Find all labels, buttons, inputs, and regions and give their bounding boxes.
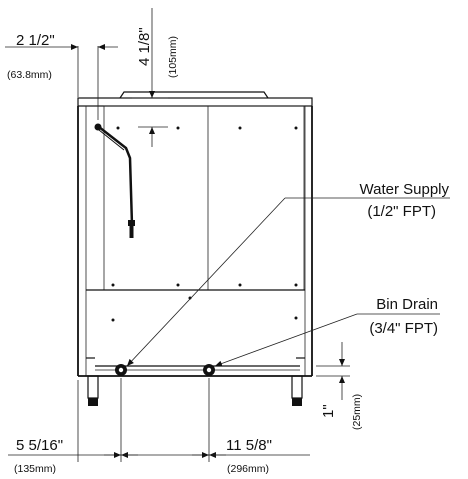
cabinet-top-step: [119, 91, 269, 99]
cabinet-top-lid: [77, 97, 313, 107]
dim-top-height: 4 1/8" (105mm): [132, 8, 179, 147]
water-supply-title: Water Supply: [360, 181, 450, 198]
bin-drain-spec: (3/4" FPT): [369, 320, 438, 337]
dim-top-offset: 2 1/2" (63.8mm): [5, 32, 118, 120]
top-height-metric: (105mm): [167, 36, 179, 78]
water-supply-spec: (1/2" FPT): [367, 203, 436, 220]
top-offset-label: 2 1/2": [16, 32, 55, 49]
left-offset-label: 5 5/16": [16, 437, 63, 454]
bottom-height-metric: (25mm): [351, 394, 363, 430]
dim-bottom-height: 1" (25mm): [316, 342, 363, 430]
callout-bin-drain: Bin Drain (3/4" FPT): [214, 296, 440, 367]
drain-fittings: [115, 364, 215, 376]
bin-drain-title: Bin Drain: [376, 296, 438, 313]
water-supply-pipe: [94, 123, 135, 238]
left-offset-metric: (135mm): [14, 463, 56, 475]
drain-spacing-metric: (296mm): [227, 463, 269, 475]
top-height-label: 4 1/8": [136, 27, 153, 66]
dim-bottom-spacing: 5 5/16" (135mm) 11 5/8" (296mm): [8, 378, 310, 475]
back-panel: [103, 105, 305, 291]
screw-dots: [111, 126, 298, 322]
cabinet-legs: [87, 375, 303, 406]
bottom-height-label: 1": [320, 404, 337, 418]
top-offset-metric: (63.8mm): [7, 69, 52, 81]
callout-water-supply: Water Supply (1/2" FPT): [126, 181, 450, 367]
drain-spacing-label: 11 5/8": [226, 437, 272, 454]
cabinet-outline: [77, 91, 313, 377]
